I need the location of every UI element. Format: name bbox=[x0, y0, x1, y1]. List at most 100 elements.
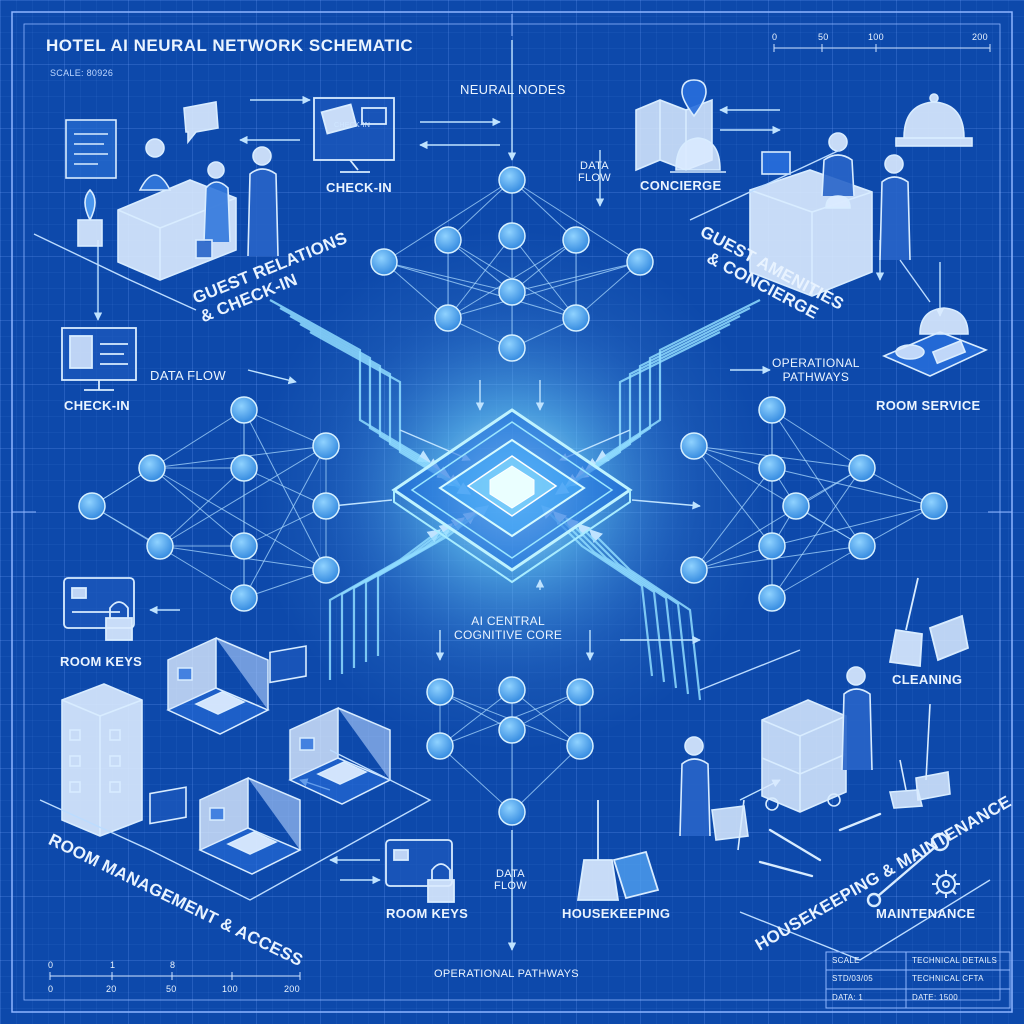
network-link bbox=[159, 467, 245, 547]
neural-node bbox=[426, 678, 454, 706]
network-link bbox=[447, 261, 641, 319]
network-link bbox=[771, 409, 863, 469]
housekeeping-staff-illustration bbox=[679, 666, 951, 851]
network-link bbox=[771, 505, 935, 547]
neural-node bbox=[782, 492, 810, 520]
label-operational-pathways-right: OPERATIONAL PATHWAYS bbox=[772, 356, 860, 384]
maintenance-tools-icon bbox=[758, 812, 950, 908]
room-key-card-icon bbox=[63, 577, 135, 641]
room-2 bbox=[288, 706, 392, 805]
flow-arrow bbox=[331, 499, 393, 510]
check-in-monitor-icon bbox=[313, 97, 395, 173]
scale-tick: 8 bbox=[170, 960, 176, 970]
neural-node bbox=[758, 454, 786, 482]
neural-networks bbox=[78, 166, 948, 826]
network-link bbox=[159, 445, 327, 547]
concierge-map-icon bbox=[635, 79, 726, 173]
network-link bbox=[91, 409, 245, 507]
scale-tick: 200 bbox=[972, 32, 988, 42]
data-flow-lines bbox=[93, 40, 945, 951]
room-service-tray-icon bbox=[881, 307, 989, 377]
table-cell: DATE: 1500 bbox=[912, 993, 958, 1002]
neural-node bbox=[426, 732, 454, 760]
network-link bbox=[439, 745, 513, 813]
flow-line bbox=[574, 315, 741, 479]
check-in-kiosk-icon bbox=[61, 327, 137, 391]
label-maintenance: MAINTENANCE bbox=[876, 906, 976, 921]
scale-tick: 0 bbox=[48, 960, 54, 970]
neural-node bbox=[230, 532, 258, 560]
neural-node bbox=[566, 678, 594, 706]
neural-node bbox=[138, 454, 166, 482]
neural-node bbox=[230, 396, 258, 424]
neural-node bbox=[370, 248, 398, 276]
network-link bbox=[383, 179, 513, 263]
neural-node bbox=[498, 798, 526, 826]
label-neural-nodes: NEURAL NODES bbox=[460, 82, 566, 97]
concierge-desk-illustration bbox=[749, 132, 911, 297]
neural-node bbox=[434, 226, 462, 254]
network-link bbox=[771, 467, 863, 599]
network-link bbox=[243, 445, 327, 599]
neural-node bbox=[758, 584, 786, 612]
label-data-flow-bottom: DATA FLOW bbox=[494, 868, 527, 892]
scale-tick: 0 bbox=[772, 32, 778, 42]
scale-tick: 1 bbox=[110, 960, 116, 970]
neural-node bbox=[230, 584, 258, 612]
cleaning-broom-icon bbox=[888, 577, 970, 668]
network-link bbox=[243, 505, 327, 547]
scale-tick: 200 bbox=[284, 984, 300, 994]
scale-tick: 100 bbox=[868, 32, 884, 42]
room-key-card-icon-bottom bbox=[385, 839, 455, 903]
reception-desk-illustration bbox=[65, 101, 279, 281]
network-link bbox=[575, 261, 641, 319]
room-3 bbox=[198, 776, 302, 875]
scale-text: SCALE: 80926 bbox=[50, 68, 114, 78]
network-left bbox=[78, 396, 340, 612]
flow-line bbox=[565, 517, 678, 689]
label-operational-pathways-bottom: OPERATIONAL PATHWAYS bbox=[434, 968, 579, 980]
neural-node bbox=[146, 532, 174, 560]
neural-node bbox=[920, 492, 948, 520]
label-check-in-top: CHECK-IN bbox=[326, 180, 392, 195]
flow-top-right bbox=[554, 299, 761, 495]
neural-node bbox=[434, 304, 462, 332]
network-link bbox=[383, 261, 513, 293]
network-link bbox=[439, 689, 513, 747]
flow-line bbox=[594, 299, 761, 463]
scale-tick: 100 bbox=[222, 984, 238, 994]
network-link bbox=[447, 179, 513, 241]
flow-line bbox=[279, 307, 442, 471]
flow-line bbox=[269, 299, 432, 463]
network-link bbox=[511, 261, 641, 293]
neural-node bbox=[680, 556, 708, 584]
network-link bbox=[151, 467, 327, 571]
neural-node bbox=[848, 454, 876, 482]
scale-tick: 50 bbox=[166, 984, 177, 994]
table-cell: STD/03/05 bbox=[832, 974, 873, 983]
service-bell-icon bbox=[895, 93, 973, 147]
network-link bbox=[771, 545, 863, 599]
label-room-keys-bottom: ROOM KEYS bbox=[386, 906, 469, 921]
network-link bbox=[771, 467, 935, 507]
network-link bbox=[383, 261, 577, 319]
flow-line bbox=[289, 315, 452, 479]
neural-node bbox=[758, 532, 786, 560]
neural-node bbox=[562, 226, 590, 254]
network-link bbox=[693, 467, 773, 571]
neural-node bbox=[312, 492, 340, 520]
page-title: HOTEL AI NEURAL NETWORK SCHEMATIC bbox=[46, 36, 414, 55]
neural-node bbox=[230, 454, 258, 482]
neural-node bbox=[680, 432, 708, 460]
neural-node bbox=[498, 166, 526, 194]
network-link bbox=[511, 179, 641, 263]
neural-node bbox=[758, 396, 786, 424]
table-cell: SCALE bbox=[832, 956, 860, 965]
flow-line bbox=[299, 323, 462, 487]
neural-node bbox=[498, 716, 526, 744]
network-link bbox=[243, 467, 327, 507]
network-link bbox=[693, 467, 863, 571]
network-link bbox=[511, 235, 577, 319]
room-1 bbox=[166, 636, 270, 735]
